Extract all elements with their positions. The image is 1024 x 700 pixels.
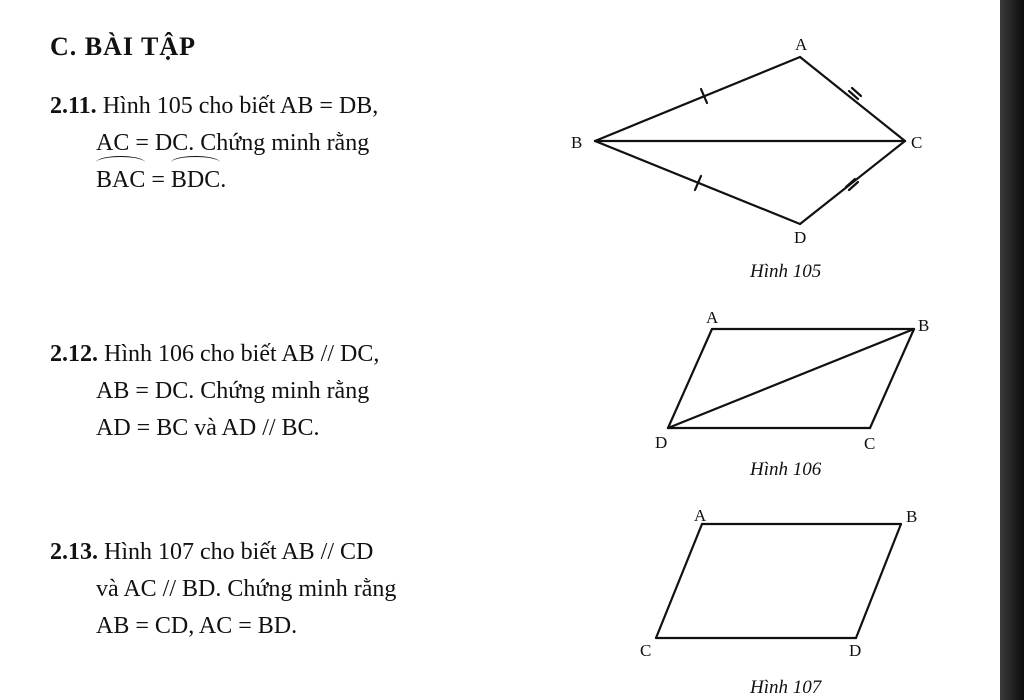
equals-sign: = <box>145 167 171 193</box>
vertex-label: C <box>911 133 922 152</box>
segment-bc <box>868 327 916 430</box>
vertex-label: B <box>906 507 917 526</box>
vertex-label: B <box>571 133 582 152</box>
exercise-line: 2.13. Hình 107 cho biết AB // CD <box>50 534 396 571</box>
exercise-line: 2.11. Hình 105 cho biết AB = DB, <box>50 88 378 125</box>
tick-mark <box>844 177 857 189</box>
vertex-label: B <box>918 316 929 335</box>
angle-bac: BAC <box>96 156 146 199</box>
vertex-label: A <box>706 308 719 327</box>
exercise-2-11: 2.11. Hình 105 cho biết AB = DB, AC = DC… <box>50 88 378 199</box>
vertex-label: D <box>849 641 861 660</box>
exercise-number: 2.13. <box>50 539 98 565</box>
angle-bdc: BDC <box>170 156 221 199</box>
exercise-number: 2.11. <box>50 93 97 119</box>
tick-mark <box>850 86 863 98</box>
exercise-text: Hình 105 cho biết AB = DB, <box>102 93 379 119</box>
exercise-text: AB = CD, AC = BD. <box>96 613 298 639</box>
segment-bd <box>854 522 903 640</box>
period: . <box>220 167 227 193</box>
exercise-text: và AC // BD. Chứng minh rằng <box>96 576 397 602</box>
figure-106: A B C D Hình 106 <box>655 308 929 480</box>
exercise-text: AB = DC. Chứng minh rằng <box>96 378 370 404</box>
tick-mark <box>699 87 709 105</box>
textbook-page: C. BÀI TẬP 2.11. Hình 105 cho biết AB = … <box>0 0 1000 700</box>
tick-mark <box>693 174 703 192</box>
exercise-line: 2.12. Hình 106 cho biết AB // DC, <box>50 336 379 373</box>
section-heading: C. BÀI TẬP <box>50 32 197 61</box>
segment-ca <box>654 522 704 640</box>
figure-107: A B C D Hình 107 <box>640 506 917 698</box>
exercise-text: AD = BC và AD // BC. <box>96 415 320 441</box>
vertex-label: A <box>795 35 808 54</box>
tick-mark <box>847 89 860 101</box>
page-edge-shadow <box>1000 0 1024 700</box>
segment-bd <box>666 327 916 430</box>
segment-ab <box>593 55 802 143</box>
exercise-2-13: 2.13. Hình 107 cho biết AB // CD và AC /… <box>50 534 396 645</box>
figure-105: A B C D Hình 105 <box>571 35 922 282</box>
exercise-2-12: 2.12. Hình 106 cho biết AB // DC, AB = D… <box>50 336 379 447</box>
vertex-label: D <box>655 433 667 452</box>
tick-mark <box>847 180 860 192</box>
vertex-label: C <box>864 434 875 453</box>
vertex-label: C <box>640 641 651 660</box>
figure-caption: Hình 105 <box>749 261 821 282</box>
figure-caption: Hình 106 <box>749 459 822 480</box>
segment-da <box>666 327 714 430</box>
angle-equation: BAC = BDC. <box>50 156 378 199</box>
exercise-text: Hình 107 cho biết AB // CD <box>104 539 374 565</box>
exercise-number: 2.12. <box>50 341 98 367</box>
exercise-text: Hình 106 cho biết AB // DC, <box>104 341 380 367</box>
vertex-label: D <box>794 228 806 247</box>
vertex-label: A <box>694 506 707 525</box>
exercise-text: AC = DC. Chứng minh rằng <box>96 130 370 156</box>
figure-caption: Hình 107 <box>749 677 823 698</box>
segment-ac <box>798 55 907 143</box>
